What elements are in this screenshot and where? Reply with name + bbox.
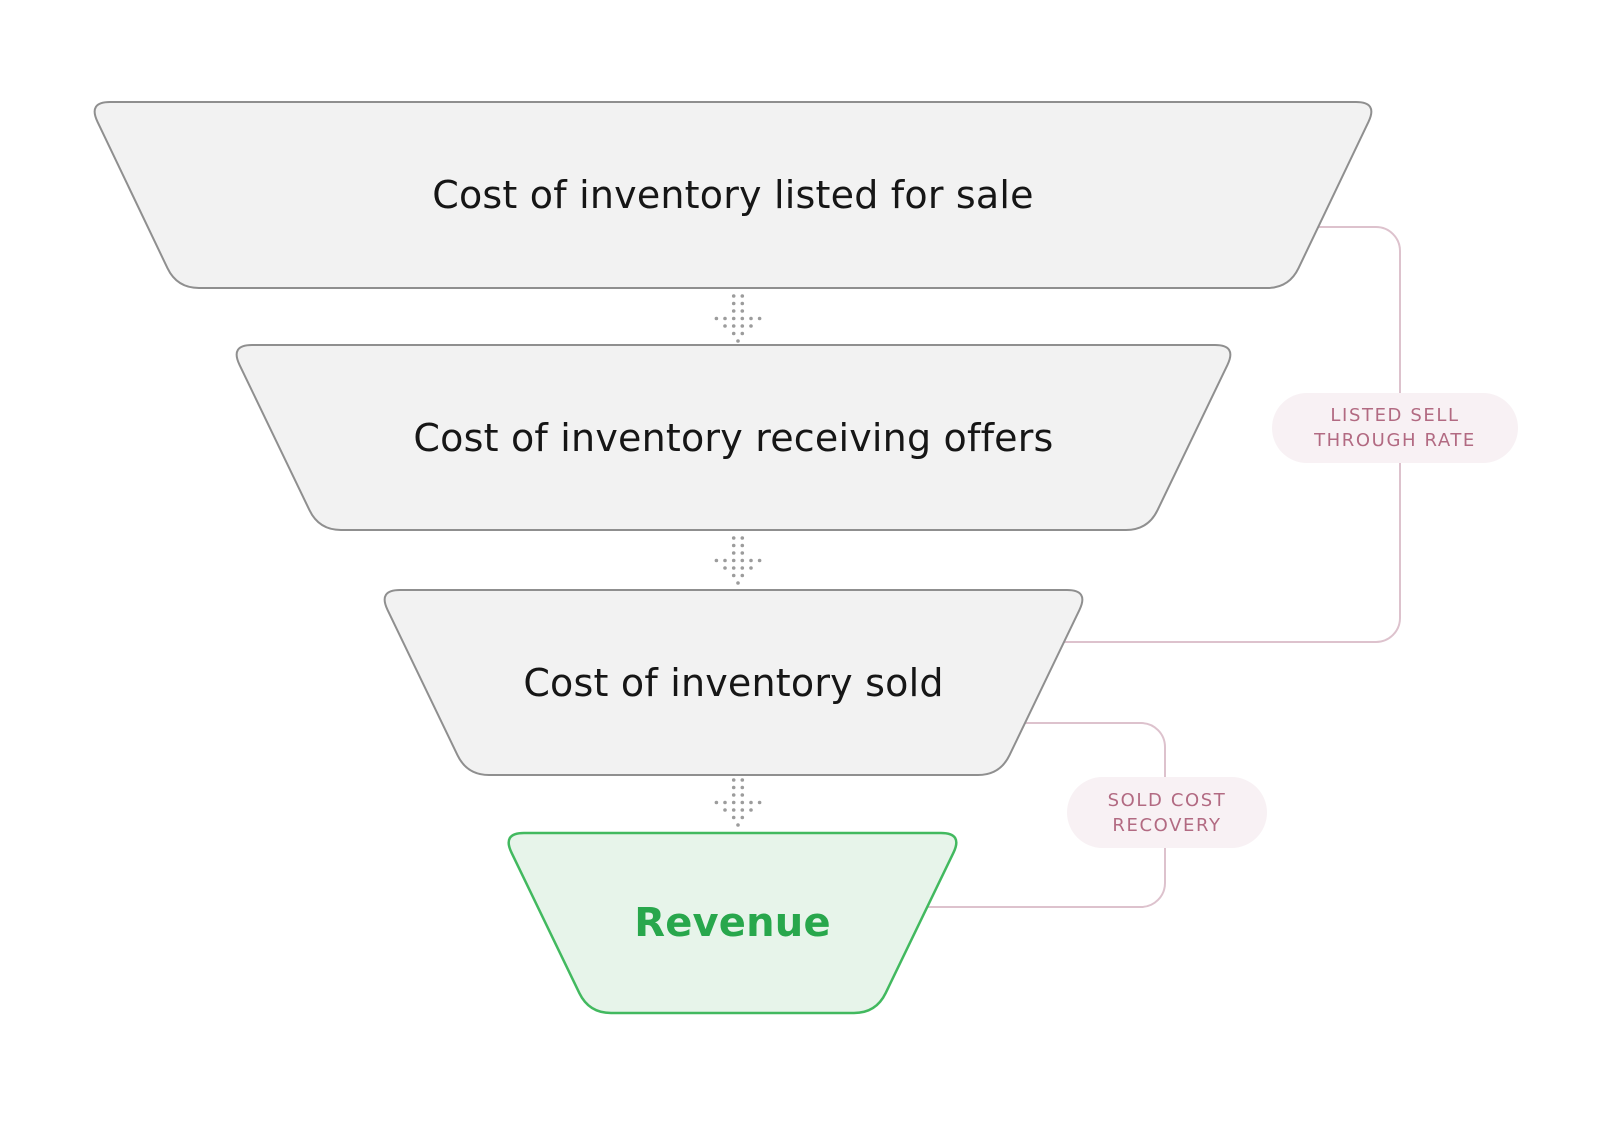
funnel-stage-shape-revenue (507, 831, 958, 1015)
annotation-line: RECOVERY (1112, 814, 1222, 836)
dotted-down-arrow-icon (714, 294, 762, 343)
annotation-sold-cost-recovery: SOLD COST RECOVERY (1067, 777, 1267, 848)
annotation-listed-sell-through-rate: LISTED SELL THROUGH RATE (1272, 393, 1518, 463)
annotation-line: LISTED SELL (1330, 405, 1460, 426)
annotation-line: THROUGH RATE (1314, 430, 1476, 451)
funnel-stage-shape-receiving-offers (235, 344, 1232, 531)
dotted-down-arrow-icon (714, 536, 762, 585)
funnel-stage-shape-listed-for-sale (93, 101, 1373, 289)
annotation-line: SOLD COST (1107, 789, 1227, 811)
dotted-down-arrow-icon (714, 778, 762, 827)
funnel-stage-shape-sold (383, 589, 1084, 776)
